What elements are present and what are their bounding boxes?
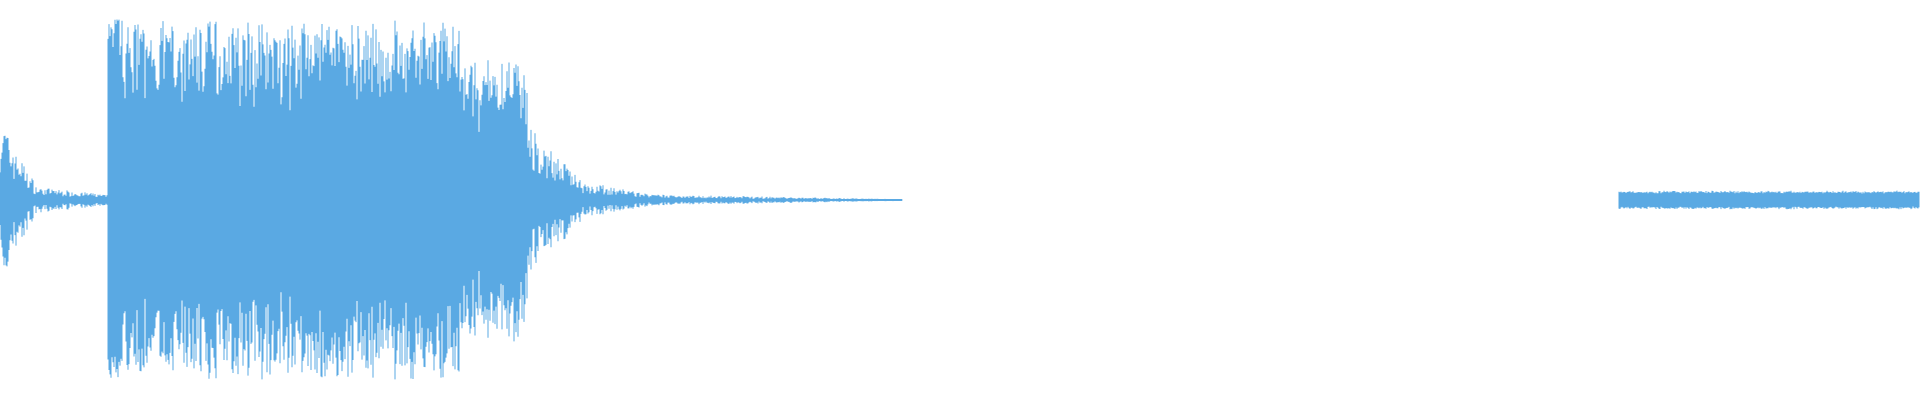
waveform-path-group (0, 19, 1920, 380)
